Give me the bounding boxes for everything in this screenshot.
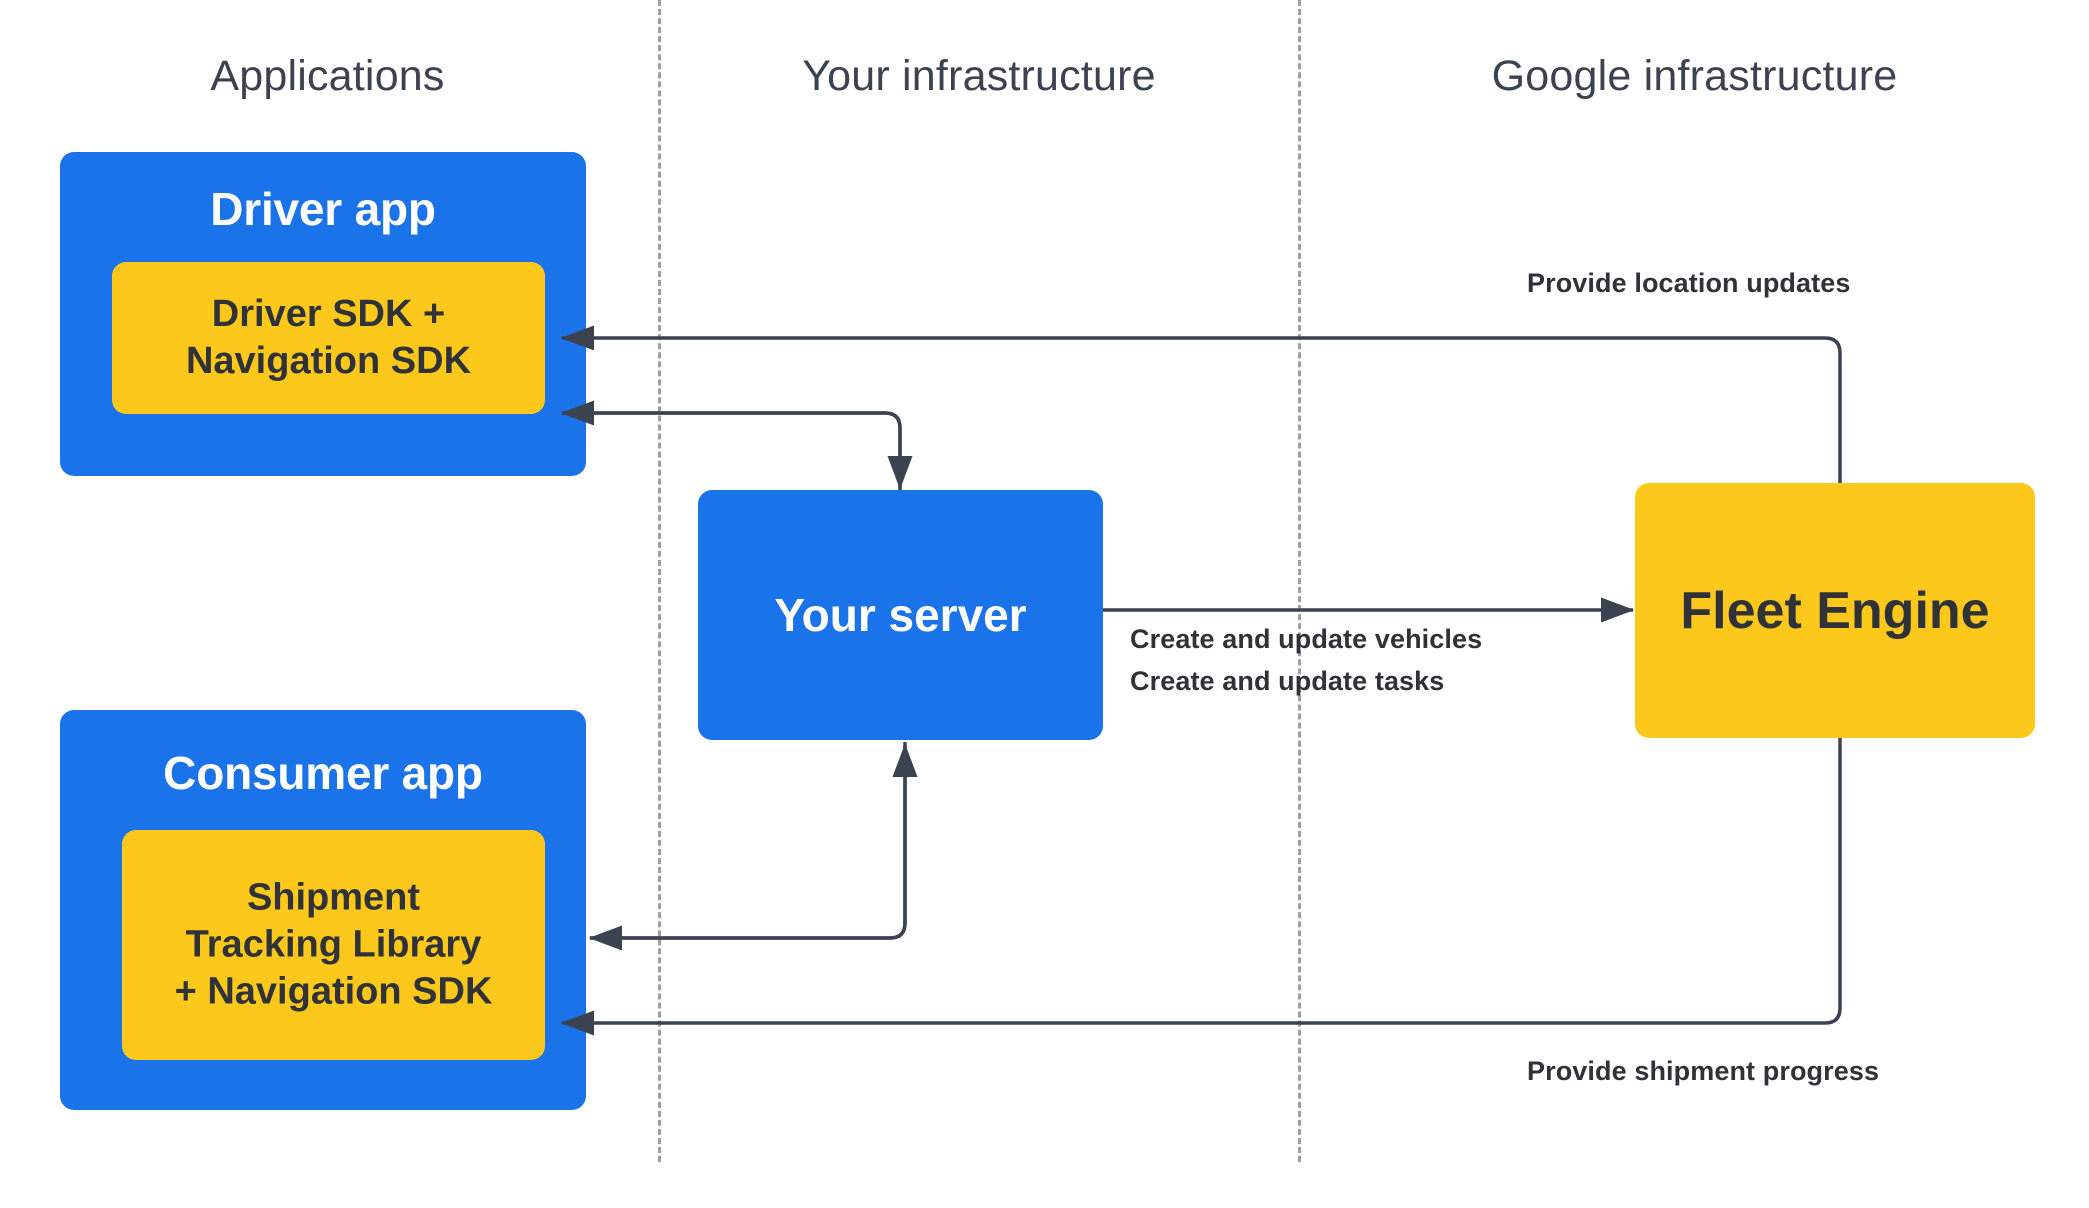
consumer-app-title: Consumer app [163,747,483,799]
driver-app-title: Driver app [210,183,436,235]
node-driver-app[interactable]: Driver app Driver SDK +Navigation SDK [60,152,586,476]
column-header-your-infrastructure: Your infrastructure [802,52,1156,100]
edge-consumer-app-to-your-server [590,743,918,940]
edge-your-server-to-consumer-app [588,742,907,951]
edge-label-create-and-update-tasks: Create and update tasks [1130,666,1445,696]
edge-label-create-and-update-vehicles: Create and update vehicles [1130,624,1483,654]
edge-fleet-engine-to-driver-sdk [560,325,1842,483]
node-fleet-engine[interactable]: Fleet Engine [1635,483,2035,738]
driver-sdk-label: Driver SDK +Navigation SDK [185,292,472,382]
node-driver-sdk[interactable]: Driver SDK +Navigation SDK [112,262,545,414]
column-header-google-infrastructure: Google infrastructure [1491,52,1898,100]
node-your-server[interactable]: Your server [698,490,1103,740]
column-divider-right [1298,0,1301,1162]
edge-driver-app-to-your-server [562,411,913,490]
edge-label-provide-location-updates: Provide location updates [1527,268,1851,298]
edge-your-server-to-driver-app [560,400,902,490]
your-server-label: Your server [774,589,1027,641]
fleet-engine-label: Fleet Engine [1680,581,1990,640]
column-header-applications: Applications [210,52,445,100]
edge-label-provide-shipment-progress: Provide shipment progress [1527,1056,1880,1086]
column-divider-left [658,0,661,1162]
edge-fleet-engine-to-shipment-tracking-library [560,738,1842,1036]
